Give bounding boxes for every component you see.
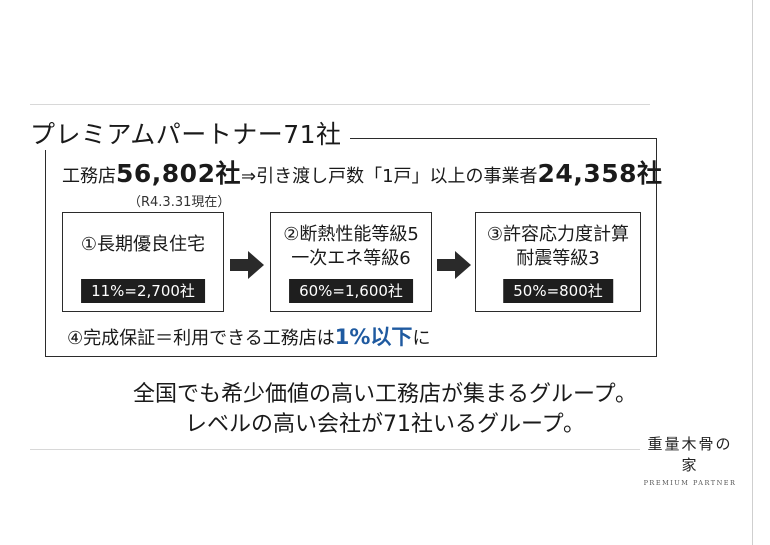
divider-bottom (30, 449, 640, 450)
arrow-right-icon (230, 251, 264, 279)
content-frame (45, 138, 657, 357)
caption-line-2: レベルの高い会社が71社いるグループ。 (184, 412, 585, 437)
brand-logo: 重量木骨の家 PREMIUM PARTNER (640, 433, 740, 487)
qualified-label: ⇒引き渡し戸数「1戸」以上の事業者 (240, 166, 538, 187)
caption-line-1: 全国でも希少価値の高い工務店が集まるグループ。 (132, 382, 638, 407)
step-title: ①長期優良住宅 (80, 234, 206, 255)
step-title: ②断熱性能等級5 一次エネ等級6 (283, 224, 419, 269)
builders-count: 56,802社 (116, 159, 241, 188)
scan-edge-line (752, 0, 753, 545)
date-note: （R4.3.31現在） (128, 195, 231, 210)
note-suffix: に (412, 328, 431, 349)
step-box-insulation: ②断熱性能等級5 一次エネ等級6 60%=1,600社 (270, 212, 432, 312)
brand-name: 重量木骨の家 (647, 435, 733, 474)
arrow-right-icon (437, 251, 471, 279)
step-title: ③許容応力度計算 耐震等級3 (486, 224, 630, 269)
page-title: プレミアムパートナー71社 (30, 120, 342, 149)
statistics-line: 工務店56,802社⇒引き渡し戸数「1戸」以上の事業者24,358社 (62, 157, 663, 194)
builders-label: 工務店 (62, 166, 116, 187)
step-badge: 11%=2,700社 (81, 279, 205, 303)
completion-guarantee-note: ④完成保証＝利用できる工務店は1%以下に (67, 323, 430, 353)
step-badge: 60%=1,600社 (289, 279, 413, 303)
brand-subtitle: PREMIUM PARTNER (643, 479, 737, 487)
divider-top (30, 104, 650, 105)
step-box-long-term-housing: ①長期優良住宅 11%=2,700社 (62, 212, 224, 312)
heading-container: プレミアムパートナー71社 (30, 120, 350, 150)
note-prefix: ④完成保証＝利用できる工務店は (67, 328, 335, 349)
qualified-count: 24,358社 (537, 159, 663, 188)
note-accent: 1%以下 (334, 325, 413, 349)
step-box-structural-calc: ③許容応力度計算 耐震等級3 50%=800社 (475, 212, 641, 312)
step-badge: 50%=800社 (503, 279, 613, 303)
